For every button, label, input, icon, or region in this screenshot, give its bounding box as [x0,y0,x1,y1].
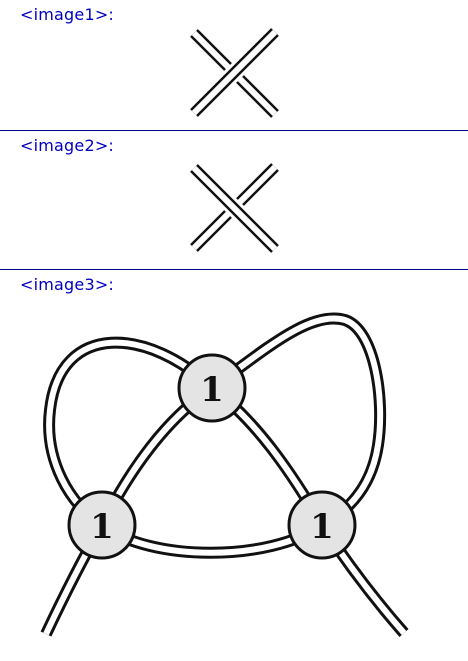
over-strand [187,161,282,256]
image3-panel: <image3>: 1 [0,270,468,661]
knot-diagram: 1 1 1 [0,270,468,661]
vertex-bottom-left: 1 [67,490,137,560]
image2-panel: <image2>: [0,131,468,269]
vertex-top: 1 [177,353,247,423]
divider [0,130,468,131]
divider [0,269,468,270]
image1-panel: <image1>: [0,0,468,130]
crossing-diagram-2 [187,161,282,256]
image2-label: <image2>: [20,136,115,155]
vertex-top-label: 1 [200,370,224,410]
over-strand [187,25,282,120]
vertex-bottom-right: 1 [287,490,357,560]
vertex-bottom-right-label: 1 [310,507,334,547]
vertex-bottom-left-label: 1 [90,507,114,547]
crossing-diagram-1 [187,25,282,120]
image3-label: <image3>: [20,275,115,294]
image1-label: <image1>: [20,5,115,24]
